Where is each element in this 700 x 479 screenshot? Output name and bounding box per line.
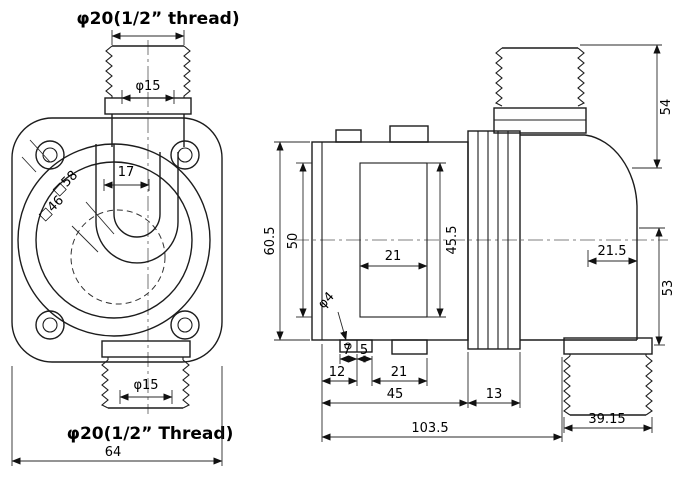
label-dim-21-bottom: 21 <box>391 365 408 380</box>
leader-phi4 <box>337 311 348 341</box>
label-dim-103-5: 103.5 <box>411 421 448 436</box>
label-dim-39-15: 39.15 <box>588 412 625 427</box>
label-dim-45: 45 <box>387 387 404 402</box>
label-dim-7: 7 <box>343 343 351 358</box>
u-tube <box>95 144 179 264</box>
label-dim-5: 5 <box>360 343 368 358</box>
label-thread-top: φ20(1/2” thread) <box>76 9 239 29</box>
mounting-flange <box>11 117 223 363</box>
stator-outline <box>359 162 428 318</box>
label-square-46: □46 <box>36 193 67 224</box>
label-dim-13: 13 <box>486 387 503 402</box>
diag-dim-line <box>21 156 37 173</box>
label-dim-21-5: 21.5 <box>598 244 627 259</box>
label-bore-top: φ15 <box>135 79 160 94</box>
outlet-port-side <box>563 337 653 416</box>
pump-head <box>520 134 638 341</box>
diag-dim-line <box>85 201 115 235</box>
side-view: 60.5 50 45.5 21 φ4 7 5 12 21 45 1 <box>263 44 676 442</box>
label-dim-21-mid: 21 <box>385 249 402 264</box>
diag-dim-line <box>29 139 51 163</box>
diag-dim-line <box>71 225 99 253</box>
label-dim-50: 50 <box>286 233 301 250</box>
label-dim-45-5: 45.5 <box>445 226 460 255</box>
mounting-tabs <box>335 125 429 355</box>
front-view: φ20(1/2” thread) φ15 17 □58 □46 φ15 φ20(… <box>11 9 240 466</box>
outlet-port-front <box>101 340 191 409</box>
label-bore-bottom: φ15 <box>133 378 158 393</box>
label-thread-bottom: φ20(1/2” Thread) <box>67 424 234 444</box>
bolt-holes <box>35 140 200 340</box>
label-dim-17: 17 <box>118 165 135 180</box>
inlet-port-front <box>104 45 192 147</box>
label-phi4: φ4 <box>315 289 337 312</box>
label-dim-12: 12 <box>329 365 346 380</box>
inlet-port-side <box>493 47 587 134</box>
hidden-bore-circle <box>70 209 166 305</box>
label-dim-54: 54 <box>659 99 674 116</box>
label-dim-64: 64 <box>105 445 122 460</box>
label-dim-60-5: 60.5 <box>263 227 278 256</box>
label-dim-53: 53 <box>661 280 676 297</box>
phi4-hole <box>344 342 352 350</box>
